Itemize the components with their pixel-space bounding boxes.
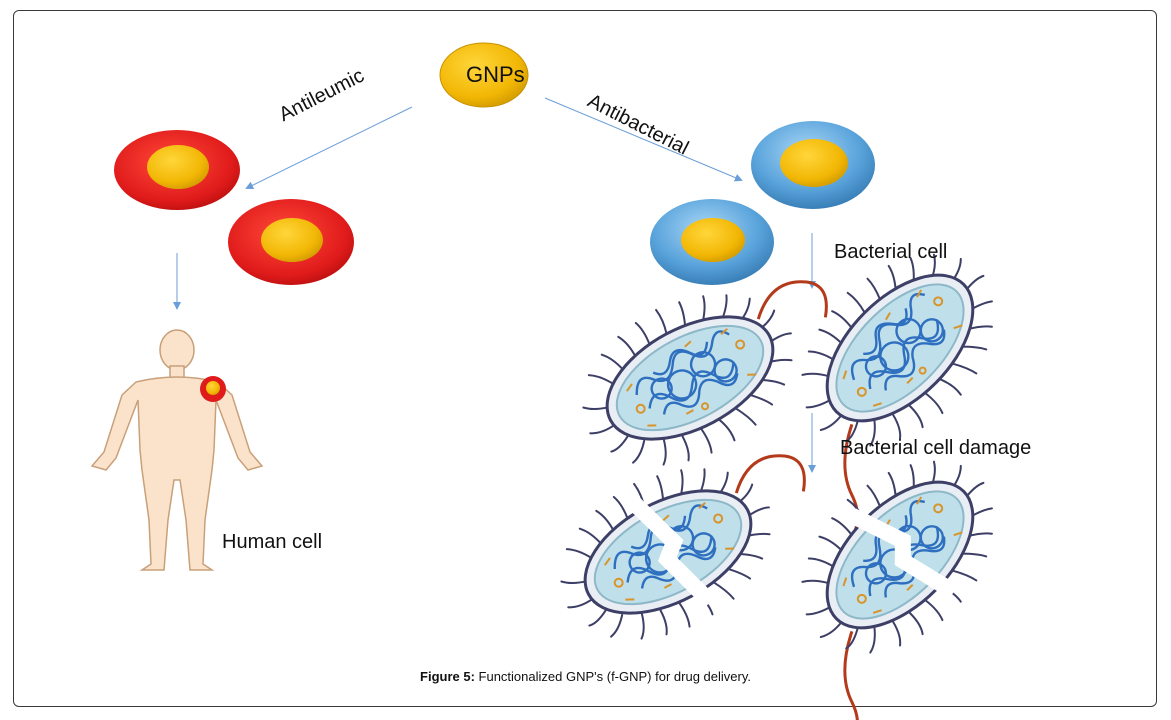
gnp-core-particle [439,42,529,108]
antileumic-particle-1 [114,130,240,210]
antileumic-particle-2 [228,199,354,285]
caption-prefix: Figure 5: [420,669,475,684]
bacterial-cell-label: Bacterial cell [834,241,948,263]
gnp-label: GNPs [466,62,525,87]
bacterium-damaged-1 [530,431,806,675]
bacterial-cell-damage-label: Bacterial cell damage [840,437,1032,459]
antibacterial-particle-1 [751,121,875,209]
bacterium-intact-1 [552,257,828,501]
antibacterial-particle-2 [650,199,774,285]
figure-frame [13,10,1157,707]
human-shoulder-target [200,376,226,402]
human-cell-label: Human cell [222,531,323,553]
flow-arrows [173,97,816,473]
human-figure [90,329,264,571]
caption-text: Functionalized GNP's (f-GNP) for drug de… [474,669,751,684]
bacterium-intact-2 [764,214,1034,539]
figure-caption: Figure 5: Functionalized GNP's (f-GNP) f… [0,669,1171,684]
bacterium-damaged-2 [764,421,1034,720]
